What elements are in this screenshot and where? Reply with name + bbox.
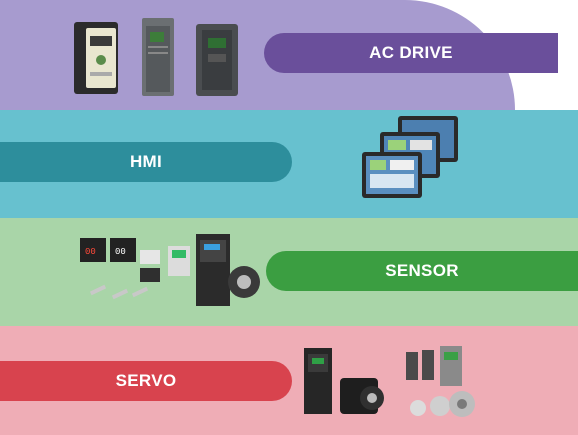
servo-label[interactable]: SERVO — [0, 361, 292, 401]
hmi-label[interactable]: HMI — [0, 142, 292, 182]
servo-drive-motors-image — [304, 346, 475, 417]
ac-drive-units-image — [74, 18, 238, 96]
sensor-products-image: 00 00 — [80, 234, 260, 306]
svg-text:00: 00 — [85, 247, 96, 257]
svg-text:00: 00 — [115, 247, 126, 257]
hmi-touch-panels-image — [362, 116, 458, 198]
ac-drive-label[interactable]: AC DRIVE — [264, 33, 558, 73]
sensor-label[interactable]: SENSOR — [266, 251, 578, 291]
